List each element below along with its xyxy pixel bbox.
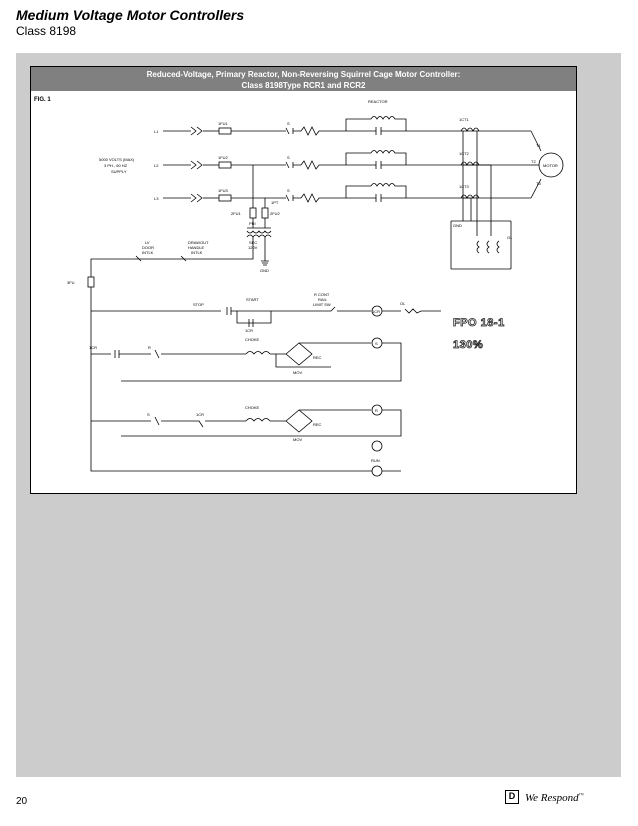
label-rec2: REC: [313, 422, 322, 427]
label-1fu1: 1FU1: [218, 121, 229, 126]
label-s-4: S: [147, 412, 150, 417]
trademark: ™: [578, 793, 584, 799]
label-1fu3: 1FU3: [218, 188, 229, 193]
label-intlk: INTLK: [142, 250, 154, 255]
label-mov1: MOV: [293, 370, 302, 375]
label-1fu2: 1FU2: [218, 155, 229, 160]
label-supply3: SUPPLY: [111, 169, 127, 174]
label-t1: T1: [536, 143, 541, 148]
figure-box: Reduced-Voltage, Primary Reactor, Non-Re…: [30, 66, 577, 494]
label-pri: PRI: [249, 221, 256, 226]
label-1cr-coil: 1CR: [372, 309, 380, 314]
label-gnd: GND: [260, 268, 269, 273]
power-lines: [163, 116, 542, 270]
fpo-scale: 130%: [453, 339, 484, 352]
fpo-label: FPO 18-1: [453, 317, 505, 330]
label-mov2: MOV: [293, 437, 302, 442]
label-motor: MOTOR: [543, 163, 558, 168]
figure-banner-line1: Reduced-Voltage, Primary Reactor, Non-Re…: [146, 70, 461, 79]
label-rail: RAIL: [318, 297, 328, 302]
label-r-cont: R CONT: [314, 292, 330, 297]
label-door: DOOR: [142, 245, 154, 250]
label-ol2: OL: [400, 301, 406, 306]
label-supply1: 5000 VOLTS (MAX): [99, 157, 135, 162]
label-start: START: [246, 297, 259, 302]
label-s2: S: [287, 155, 290, 160]
document-title: Medium Voltage Motor Controllers: [16, 7, 245, 23]
figure-banner-line2: Class 8198Type RCR1 and RCR2: [241, 81, 366, 90]
label-choke1: CHOKE: [245, 337, 260, 342]
company-logo: D: [505, 790, 519, 804]
label-drawout: DRAWOUT: [188, 240, 209, 245]
page-number: 20: [16, 796, 28, 807]
figure-banner: Reduced-Voltage, Primary Reactor, Non-Re…: [31, 67, 576, 91]
label-run: RUN: [371, 458, 380, 463]
label-r-1: R: [148, 345, 151, 350]
control-circuit: [87, 165, 441, 477]
label-choke2: CHOKE: [245, 405, 260, 410]
label-ol: OL: [507, 235, 513, 240]
label-intlk2: INTLK: [191, 250, 203, 255]
label-supply2: 3 PH., 60 HZ: [104, 163, 128, 168]
label-120v: 120V: [248, 245, 258, 250]
label-s1: S: [287, 121, 290, 126]
label-1pt: 1PT: [271, 200, 279, 205]
label-2fu1: 2FU1: [231, 211, 242, 216]
label-1ct1: 1CT1: [459, 117, 470, 122]
label-gnd-ct: GND: [453, 223, 462, 228]
label-l1: L1: [154, 129, 159, 134]
label-3fu: 3FU: [67, 280, 75, 285]
label-2fu2: 2FU2: [270, 211, 281, 216]
label-stop: STOP: [193, 302, 204, 307]
label-l2: L2: [154, 163, 159, 168]
slogan-text: We Respond: [525, 792, 579, 804]
label-t2: T2: [531, 159, 536, 164]
label-rec1: REC: [313, 355, 322, 360]
label-1cr: 1CR: [245, 328, 253, 333]
label-1cr-2: 1CR: [89, 345, 97, 350]
label-1ct2: 1CT2: [459, 151, 470, 156]
motor-symbol: [538, 152, 564, 178]
label-r-coil: R: [375, 408, 378, 413]
label-l3: L3: [154, 196, 159, 201]
slogan: We Respond™: [525, 792, 584, 804]
label-limit: LIMIT SW: [313, 302, 331, 307]
label-handle: HANDLE: [188, 245, 205, 250]
label-1cr-3: 1CR: [196, 412, 204, 417]
document-subtitle: Class 8198: [16, 24, 77, 38]
label-t3: T3: [536, 181, 541, 186]
label-1ct3: 1CT3: [459, 184, 470, 189]
label-lv: LV: [145, 240, 150, 245]
label-sec: SEC: [249, 240, 257, 245]
label-s3: S: [287, 188, 290, 193]
wiring-diagram: L1 L2 L3 5000 VOLTS (MAX) 3 PH., 60 HZ S…: [67, 99, 564, 477]
fig-label: FIG. 1: [34, 97, 51, 103]
label-s-coil: S: [375, 341, 378, 346]
label-reactor: REACTOR: [368, 99, 388, 104]
